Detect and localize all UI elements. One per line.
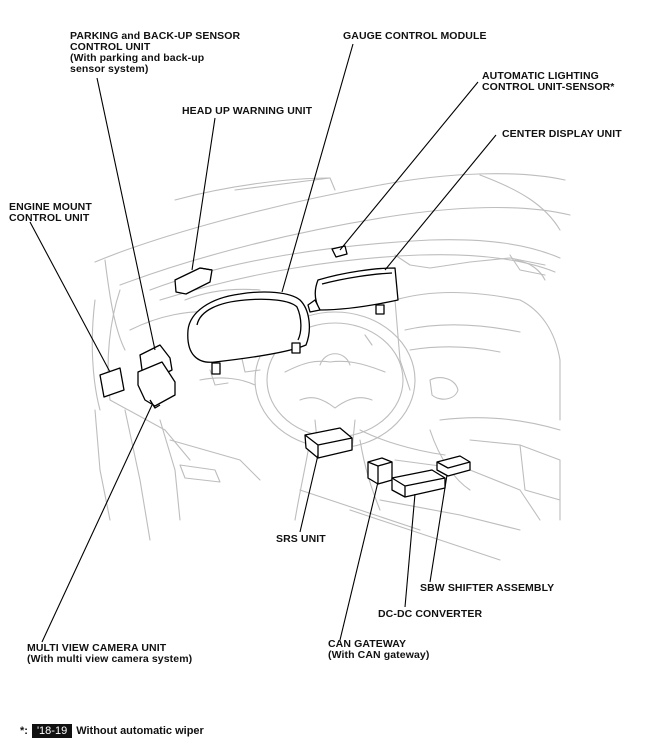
label-engine-mount-line1: ENGINE MOUNT bbox=[9, 201, 92, 213]
label-sbw-shifter: SBW SHIFTER ASSEMBLY bbox=[420, 582, 555, 594]
label-automatic-lighting: AUTOMATIC LIGHTING CONTROL UNIT-SENSOR* bbox=[482, 71, 614, 93]
multi-view-camera-unit-shape bbox=[137, 361, 176, 407]
label-can-gateway-line1: CAN GATEWAY bbox=[328, 638, 407, 650]
leader-center-display bbox=[384, 134, 497, 271]
engine-mount-unit-shape bbox=[99, 367, 125, 398]
leader-auto-lighting bbox=[339, 81, 479, 251]
footnote: *: '18-19 Without automatic wiper bbox=[20, 724, 204, 738]
label-multi-view-camera-line2: (With multi view camera system) bbox=[27, 653, 193, 665]
component-shapes bbox=[99, 245, 471, 498]
label-center-display: CENTER DISPLAY UNIT bbox=[502, 128, 622, 140]
center-display-unit-shape bbox=[314, 267, 399, 311]
leader-srs bbox=[299, 454, 319, 533]
label-automatic-lighting-line2: CONTROL UNIT-SENSOR* bbox=[482, 81, 615, 93]
label-gauge-control-module: GAUGE CONTROL MODULE bbox=[343, 30, 487, 42]
leader-dcdc bbox=[404, 493, 416, 608]
leader-sbw bbox=[429, 474, 448, 583]
label-dcdc-converter: DC-DC CONVERTER bbox=[378, 608, 483, 620]
label-parking-sensor-line1: PARKING and BACK-UP SENSOR bbox=[70, 30, 241, 42]
leader-parking bbox=[96, 77, 156, 351]
gauge-control-module-shape bbox=[187, 291, 311, 363]
label-multi-view-camera: MULTI VIEW CAMERA UNIT (With multi view … bbox=[27, 643, 192, 665]
label-automatic-lighting-line1: AUTOMATIC LIGHTING bbox=[482, 70, 599, 82]
leader-engine-mount bbox=[29, 221, 111, 373]
leader-can bbox=[339, 481, 379, 641]
label-parking-sensor-line2: CONTROL UNIT bbox=[70, 41, 151, 53]
label-can-gateway-line2: (With CAN gateway) bbox=[328, 649, 430, 661]
label-head-up-warning: HEAD UP WARNING UNIT bbox=[182, 105, 313, 117]
footnote-year-tag: '18-19 bbox=[31, 724, 73, 738]
label-engine-mount: ENGINE MOUNT CONTROL UNIT bbox=[9, 202, 92, 224]
can-gateway-shape bbox=[367, 457, 393, 485]
leader-gauge bbox=[281, 43, 354, 293]
label-parking-sensor: PARKING and BACK-UP SENSOR CONTROL UNIT … bbox=[70, 31, 240, 75]
head-up-warning-unit-shape bbox=[174, 267, 213, 295]
dashboard-outline bbox=[91, 173, 571, 561]
label-parking-sensor-line3: (With parking and back-up bbox=[70, 52, 205, 64]
label-multi-view-camera-line1: MULTI VIEW CAMERA UNIT bbox=[27, 642, 167, 654]
leader-lines bbox=[29, 43, 497, 643]
auto-lighting-sensor-shape bbox=[331, 245, 348, 258]
label-parking-sensor-line4: sensor system) bbox=[70, 63, 149, 75]
label-engine-mount-line2: CONTROL UNIT bbox=[9, 212, 90, 224]
footnote-marker: *: bbox=[20, 725, 28, 737]
label-srs-unit: SRS UNIT bbox=[276, 533, 326, 545]
leader-head-up bbox=[191, 117, 216, 271]
footnote-text: Without automatic wiper bbox=[76, 725, 204, 737]
leader-multi-view bbox=[41, 404, 153, 643]
label-can-gateway: CAN GATEWAY (With CAN gateway) bbox=[328, 639, 429, 661]
